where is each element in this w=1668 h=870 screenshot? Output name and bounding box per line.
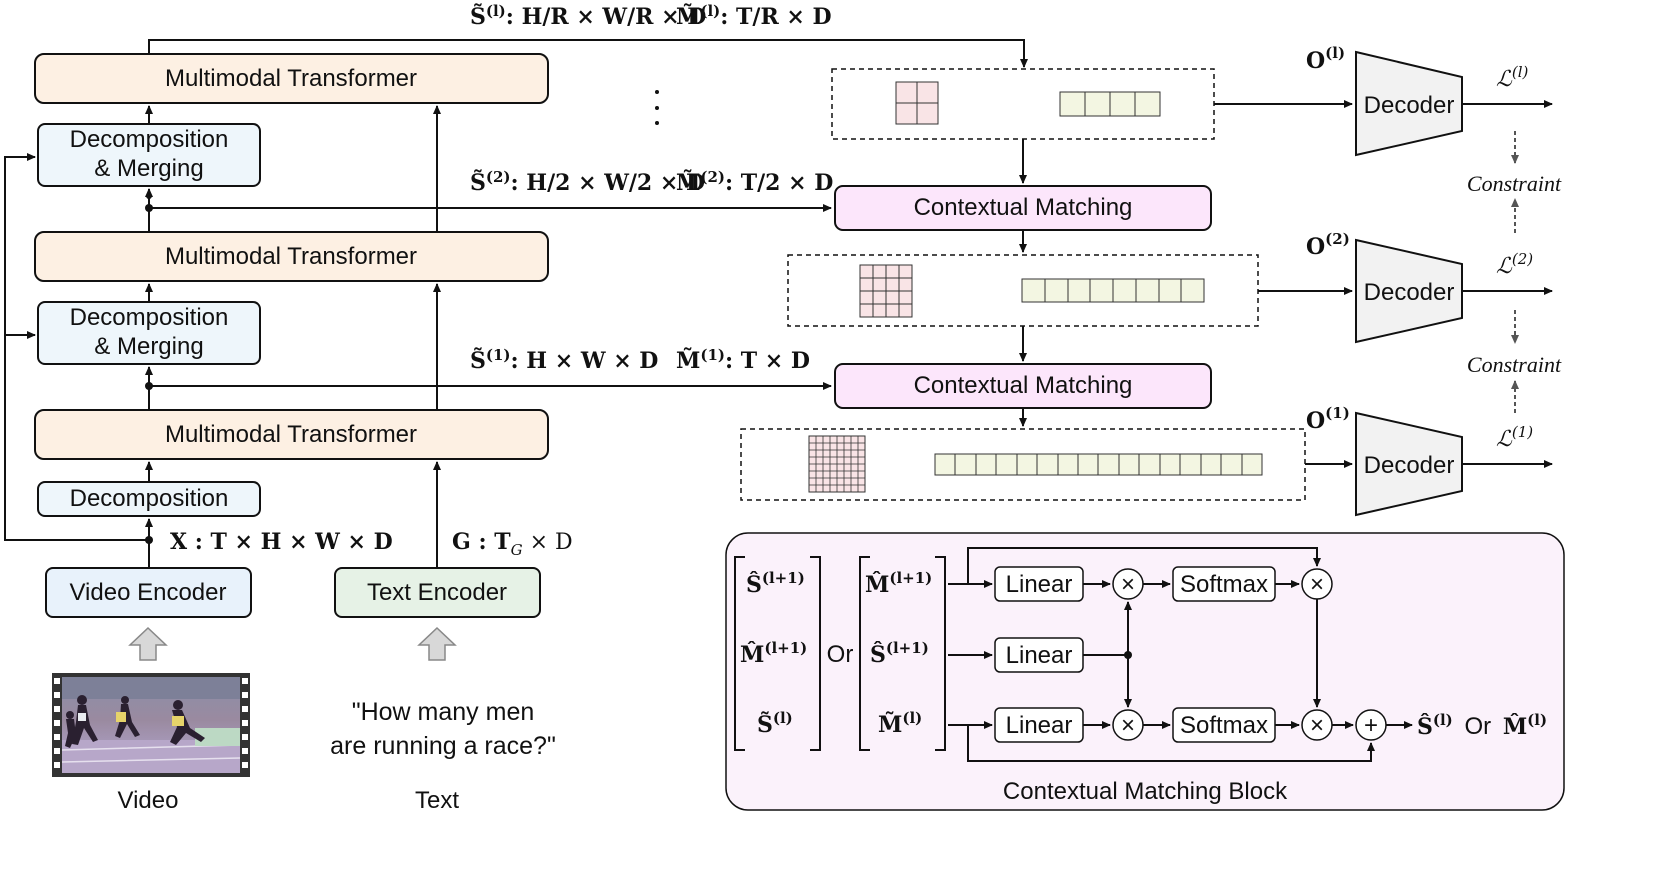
svg-text:Decoder: Decoder bbox=[1364, 452, 1455, 479]
scale-label-mid: S̃(2): H/2 × W/2 × D M̃(2): T/2 × D bbox=[470, 168, 833, 196]
svg-text:& Merging: & Merging bbox=[94, 333, 203, 360]
svg-text:M̃(1): T × D: M̃(1): T × D bbox=[676, 346, 810, 374]
contextual-matching-lower: Contextual Matching bbox=[834, 363, 1212, 409]
g-shape-label: G : TG × D bbox=[452, 529, 573, 559]
decoder-mid: Decoder bbox=[1355, 238, 1463, 344]
question-line-1: "How many men bbox=[352, 698, 535, 726]
svg-text:Multimodal Transformer: Multimodal Transformer bbox=[165, 421, 417, 448]
svg-text:Contextual Matching: Contextual Matching bbox=[914, 194, 1133, 221]
decoder-low: Decoder bbox=[1355, 411, 1463, 517]
s-hat-lplus1-a: Ŝ(l+1) bbox=[746, 569, 805, 598]
svg-text:Decomposition: Decomposition bbox=[70, 126, 229, 153]
text-input-arrow bbox=[417, 626, 457, 661]
svg-text:Linear: Linear bbox=[1006, 571, 1073, 598]
constraint-label-lower: Constraint bbox=[1467, 352, 1562, 377]
svg-text:Softmax: Softmax bbox=[1180, 571, 1268, 598]
svg-text:×: × bbox=[1310, 571, 1324, 598]
decomp-merge-top: Decomposition & Merging bbox=[37, 123, 261, 187]
token-box-low bbox=[740, 428, 1306, 501]
svg-text:Contextual Matching: Contextual Matching bbox=[914, 372, 1133, 399]
svg-text:Decoder: Decoder bbox=[1364, 92, 1455, 119]
output-label: Ŝ(l) Or M̂(l) bbox=[1417, 705, 1547, 740]
svg-text:S̃(2): H/2 × W/2 × D: S̃(2): H/2 × W/2 × D bbox=[470, 168, 705, 196]
svg-text:+: + bbox=[1364, 712, 1378, 739]
video-thumbnail bbox=[52, 673, 250, 777]
o-label-mid: O(2) bbox=[1306, 230, 1350, 260]
text-caption: Text bbox=[415, 787, 459, 814]
scale-label-low: S̃(1): H × W × D M̃(1): T × D bbox=[470, 346, 810, 374]
video-caption: Video bbox=[118, 787, 179, 814]
svg-text:Linear: Linear bbox=[1006, 642, 1073, 669]
softmax-box-1: Softmax bbox=[1172, 566, 1276, 602]
mmt-low: Multimodal Transformer bbox=[34, 409, 549, 460]
s-hat-lplus1-b: Ŝ(l+1) bbox=[870, 639, 929, 668]
m-hat-lplus1-a: M̂(l+1) bbox=[740, 639, 807, 668]
decomposition-box: Decomposition bbox=[37, 481, 261, 517]
svg-text:M̃(l): T/R × D: M̃(l): T/R × D bbox=[676, 2, 832, 30]
svg-text:S̃(1): H × W × D: S̃(1): H × W × D bbox=[470, 346, 658, 374]
decomp-merge-mid: Decomposition & Merging bbox=[37, 301, 261, 365]
svg-text:Decomposition: Decomposition bbox=[70, 304, 229, 331]
video-encoder: Video Encoder bbox=[45, 567, 252, 618]
svg-text:& Merging: & Merging bbox=[94, 155, 203, 182]
linear-box-1: Linear bbox=[994, 566, 1084, 602]
svg-text:Multimodal Transformer: Multimodal Transformer bbox=[165, 65, 417, 92]
svg-text:M̃(2): T/2 × D: M̃(2): T/2 × D bbox=[676, 168, 833, 196]
scale-label-top: S̃(l): H/R × W/R × D M̃(l): T/R × D bbox=[470, 2, 832, 30]
o-label-top: O(l) bbox=[1306, 44, 1345, 74]
token-box-mid bbox=[787, 254, 1259, 327]
constraint-label-upper: Constraint bbox=[1467, 171, 1562, 196]
svg-text:Decomposition: Decomposition bbox=[70, 485, 229, 512]
token-box-top bbox=[831, 68, 1215, 140]
linear-box-2: Linear bbox=[994, 637, 1084, 673]
loss-label-mid: ℒ(2) bbox=[1496, 250, 1533, 278]
svg-text:S̃(l): H/R × W/R × D: S̃(l): H/R × W/R × D bbox=[470, 2, 706, 30]
m-hat-lplus1-b: M̂(l+1) bbox=[865, 569, 932, 598]
question-line-2: are running a race?" bbox=[330, 732, 556, 760]
mmt-top: Multimodal Transformer bbox=[34, 53, 549, 104]
s-tilde-l: S̃(l) bbox=[757, 709, 793, 738]
svg-text:Multimodal Transformer: Multimodal Transformer bbox=[165, 243, 417, 270]
m-tilde-l: M̃(l) bbox=[878, 709, 922, 738]
contextual-matching-upper: Contextual Matching bbox=[834, 185, 1212, 231]
or-label: Or bbox=[827, 641, 854, 668]
loss-label-low: ℒ(1) bbox=[1496, 423, 1533, 451]
svg-text:×: × bbox=[1121, 712, 1135, 739]
svg-text:Text Encoder: Text Encoder bbox=[367, 579, 507, 606]
ellipsis-dots bbox=[655, 90, 659, 125]
svg-text:Softmax: Softmax bbox=[1180, 712, 1268, 739]
o-label-low: O(1) bbox=[1306, 404, 1350, 434]
mmt-mid: Multimodal Transformer bbox=[34, 231, 549, 282]
video-input-arrow bbox=[128, 626, 168, 661]
svg-text:Decoder: Decoder bbox=[1364, 279, 1455, 306]
linear-box-3: Linear bbox=[994, 707, 1084, 743]
softmax-box-2: Softmax bbox=[1172, 707, 1276, 743]
svg-text:×: × bbox=[1121, 571, 1135, 598]
loss-label-top: ℒ(l) bbox=[1496, 63, 1529, 91]
right-connectors bbox=[1019, 100, 1553, 468]
block-title: Contextual Matching Block bbox=[1003, 778, 1288, 805]
x-shape-label: X : T × H × W × D bbox=[170, 529, 393, 555]
svg-text:×: × bbox=[1310, 712, 1324, 739]
contextual-matching-block: Contextual Matching Block Ŝ(l+1) M̂(l+1)… bbox=[725, 532, 1565, 811]
svg-text:Linear: Linear bbox=[1006, 712, 1073, 739]
svg-text:Video Encoder: Video Encoder bbox=[69, 579, 226, 606]
text-encoder: Text Encoder bbox=[334, 567, 541, 618]
decoder-top: Decoder bbox=[1355, 50, 1463, 157]
